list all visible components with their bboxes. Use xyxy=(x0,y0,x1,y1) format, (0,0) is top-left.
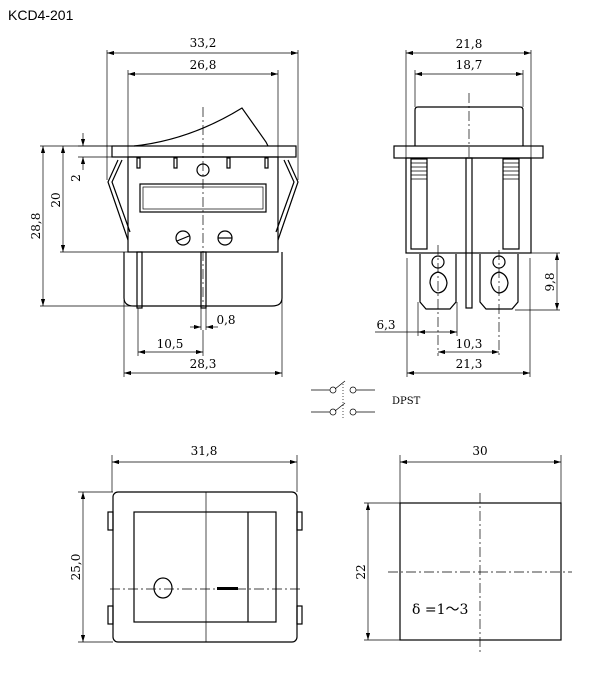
dim-base-width: 28,3 xyxy=(190,357,217,371)
schematic-label: DPST xyxy=(392,396,421,407)
screw-icon xyxy=(175,230,191,246)
dim-pin-width: 0,8 xyxy=(216,313,235,327)
dim-terminal-spacing: 10,3 xyxy=(456,337,483,351)
terminal-pin xyxy=(136,251,143,309)
dim-terminal-length: 9,8 xyxy=(543,272,557,291)
base xyxy=(123,252,283,307)
dim-flange-width: 21,8 xyxy=(456,37,483,51)
dim-body-width: 26,8 xyxy=(190,58,217,72)
dpst-switch-symbol: DPST xyxy=(311,380,421,418)
dim-flange: 2 xyxy=(69,174,83,182)
thickness-note: δ =1～3 xyxy=(412,602,468,618)
top-view: 31,8 25,0 xyxy=(69,444,303,643)
dim-terminal-width: 6,3 xyxy=(376,318,395,332)
dim-side-base-width: 21,3 xyxy=(456,357,483,371)
dim-top-height: 25,0 xyxy=(69,554,83,581)
front-view: 33,2 26,8 2 20 28,8 0,8 10,5 28,3 xyxy=(29,36,299,377)
off-symbol-icon xyxy=(153,577,173,599)
rocker-outline xyxy=(133,107,269,147)
terminal-pin xyxy=(200,251,207,309)
panel-cutout: 30 22 δ =1～3 xyxy=(354,444,572,652)
flange xyxy=(111,145,297,158)
dim-cutout-width: 30 xyxy=(472,444,487,458)
on-symbol-icon xyxy=(217,587,238,590)
dim-total-height: 28,8 xyxy=(29,213,43,240)
side-view: 21,8 18,7 9,8 6,3 10,3 21,3 xyxy=(375,37,560,377)
dim-rocker-width: 18,7 xyxy=(456,58,483,72)
dim-top-width: 31,8 xyxy=(191,444,218,458)
drawing-title: KCD4-201 xyxy=(8,7,74,23)
dim-cutout-height: 22 xyxy=(354,564,368,579)
dim-pin-spacing: 10,5 xyxy=(157,337,184,351)
dim-body-height: 20 xyxy=(49,192,63,207)
dim-overall-width: 33,2 xyxy=(190,36,217,50)
